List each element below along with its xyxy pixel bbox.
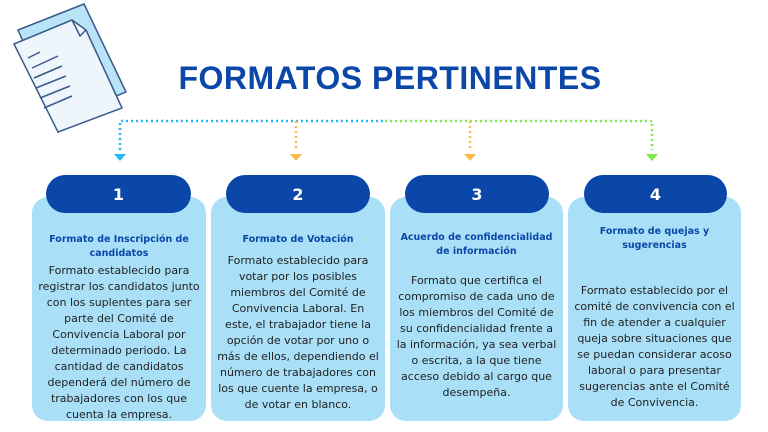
step-number-1: 1 [46, 175, 191, 213]
card-body: Formato establecido para registrar los c… [38, 264, 200, 421]
document-icon [12, 3, 128, 133]
page-title: FORMATOS PERTINENTES [178, 60, 602, 96]
step-number-4: 4 [584, 175, 727, 213]
step-number-2: 2 [226, 175, 370, 213]
card-heading: Formato de quejas y sugerencias [599, 226, 710, 251]
card-heading: Formato de Inscripción de candidatos [49, 234, 189, 259]
card-4: Formato de quejas y sugerencias Formato … [568, 197, 741, 421]
card-1: Formato de Inscripción de candidatos For… [32, 197, 206, 421]
card-body: Formato establecido por el comité de con… [574, 284, 735, 409]
step-number-3: 3 [405, 175, 549, 213]
card-heading: Acuerdo de confidencialidad de informaci… [400, 232, 553, 257]
card-body: Formato que certifica el compromiso de c… [396, 274, 557, 399]
card-heading: Formato de Votación [242, 234, 354, 245]
card-2: Formato de Votación Formato establecido … [211, 197, 385, 421]
card-3: Acuerdo de confidencialidad de informaci… [390, 197, 563, 421]
card-body: Formato establecido para votar por los p… [217, 254, 379, 411]
